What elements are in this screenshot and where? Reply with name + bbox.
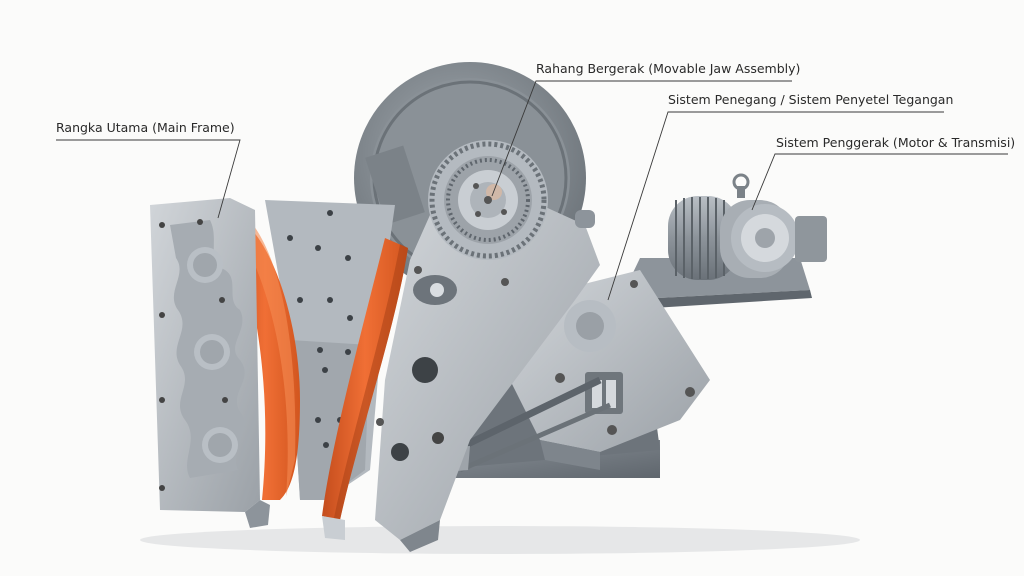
leader-lines xyxy=(56,80,1008,301)
drive-motor xyxy=(620,173,827,310)
leader-drive-system xyxy=(751,153,1008,211)
label-drive-system: Sistem Penggerak (Motor & Transmisi) xyxy=(776,135,1016,150)
ground-shadow xyxy=(140,526,860,554)
label-movable-jaw: Rahang Bergerak (Movable Jaw Assembly) xyxy=(536,61,801,76)
label-main-frame: Rangka Utama (Main Frame) xyxy=(56,120,235,135)
leader-movable-jaw xyxy=(491,80,792,197)
leader-tension-system xyxy=(607,111,944,301)
label-tension-system: Sistem Penegang / Sistem Penyetel Tegang… xyxy=(668,92,954,107)
movable-jaw-pitman xyxy=(375,200,600,552)
main-frame-side-plate xyxy=(150,198,270,528)
orange-jaw-plates xyxy=(230,214,408,540)
leader-main-frame xyxy=(56,139,241,219)
